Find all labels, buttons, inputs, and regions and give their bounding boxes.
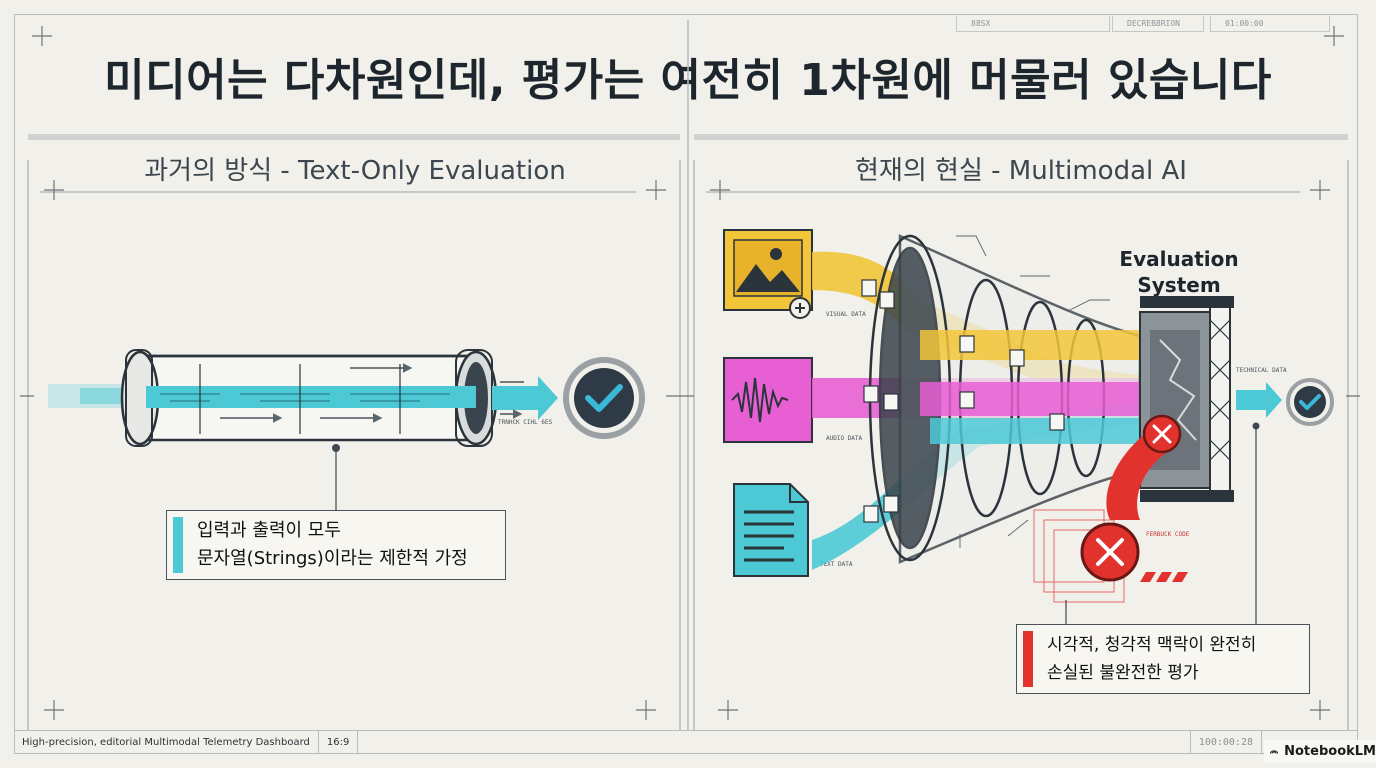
right-callout-bar <box>1023 631 1033 687</box>
audio-input-icon <box>723 357 813 443</box>
left-tiny-label: TRNHCK CIHL 6ES <box>498 419 553 426</box>
dashboard-frame <box>14 14 1358 754</box>
left-panel-title: 과거의 방식 - Text-Only Evaluation <box>144 156 566 186</box>
left-callout: 입력과 출력이 모두 문자열(Strings)이라는 제한적 가정 <box>166 510 506 580</box>
right-callout-line1: 시각적, 청각적 맥락이 완전히 <box>1047 635 1257 655</box>
right-check-icon <box>1286 378 1334 426</box>
right-callout-line2: 손실된 불완전한 평가 <box>1047 663 1199 683</box>
image-input-icon <box>723 229 813 319</box>
footer-timestamp: 100:00:28 <box>1189 731 1262 754</box>
right-callout: 시각적, 청각적 맥락이 완전히 손실된 불완전한 평가 <box>1016 624 1310 694</box>
left-check-icon <box>563 357 645 439</box>
text-pipe-icon <box>48 349 558 447</box>
evaluation-gate-icon <box>1139 296 1234 502</box>
brand-logo-icon <box>1270 750 1279 754</box>
tiny-text-label: TEXT DATA <box>820 561 853 568</box>
meta-label: DECREB8RION <box>1112 16 1204 32</box>
meta-code: 88SX <box>956 16 1110 32</box>
footer-ratio: 16:9 <box>319 731 359 754</box>
brand-name: NotebookLM <box>1284 743 1376 759</box>
tiny-output-label: TECHNICAL DATA <box>1236 367 1287 374</box>
left-callout-line1: 입력과 출력이 모두 <box>197 520 341 541</box>
evaluation-system-label: Evaluation System <box>1119 247 1239 297</box>
tiny-audio-label: AUDIO DATA <box>826 435 863 442</box>
tiny-error-label: FERBUCK CODE <box>1146 531 1190 538</box>
footer-bar: High-precision, editorial Multimodal Tel… <box>14 730 1358 754</box>
right-section-rule <box>694 134 1348 140</box>
error-icon-large <box>1080 522 1140 582</box>
brand-badge: NotebookLM <box>1264 740 1376 762</box>
left-callout-bar <box>173 517 183 573</box>
error-icon-small <box>1142 414 1182 454</box>
footer-caption: High-precision, editorial Multimodal Tel… <box>14 731 319 754</box>
left-section-rule <box>28 134 680 140</box>
right-panel-title: 현재의 현실 - Multimodal AI <box>855 156 1187 186</box>
tiny-image-label: VISUAL DATA <box>826 311 866 318</box>
left-callout-line2: 문자열(Strings)이라는 제한적 가정 <box>197 548 468 569</box>
meta-clock: 01:00:00 <box>1210 16 1330 32</box>
crosshair-marks <box>20 26 1360 720</box>
text-input-icon <box>733 483 809 577</box>
